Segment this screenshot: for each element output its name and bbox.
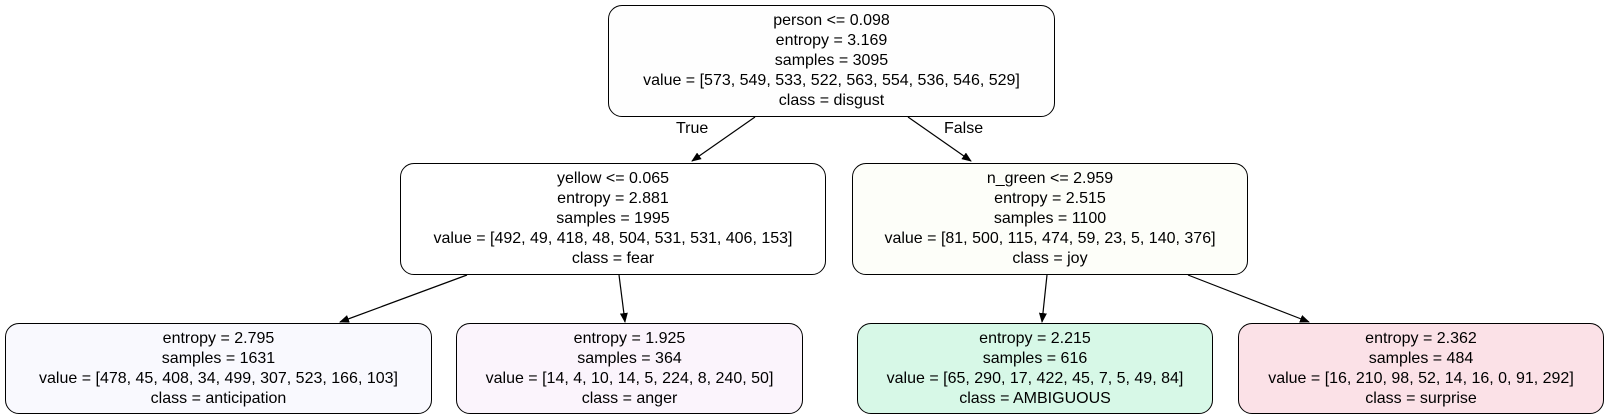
edge-left-leftright bbox=[618, 274, 628, 323]
tree-leaf-left-left: entropy = 2.795 samples = 1631 value = [… bbox=[5, 323, 432, 414]
node-class: class = AMBIGUOUS bbox=[959, 389, 1111, 407]
edge-right-rightright bbox=[1187, 274, 1310, 323]
node-split: person <= 0.098 bbox=[773, 12, 890, 29]
node-value: value = [81, 500, 115, 474, 59, 23, 5, 1… bbox=[884, 230, 1216, 247]
node-class: class = surprise bbox=[1365, 389, 1477, 407]
tree-leaf-right-left: entropy = 2.215 samples = 616 value = [6… bbox=[857, 323, 1213, 414]
node-entropy: entropy = 2.362 bbox=[1365, 329, 1477, 347]
node-samples: samples = 616 bbox=[982, 349, 1088, 367]
node-entropy: entropy = 2.881 bbox=[557, 190, 669, 207]
tree-node-right: n_green <= 2.959 entropy = 2.515 samples… bbox=[852, 163, 1248, 275]
node-value: value = [65, 290, 17, 422, 45, 7, 5, 49,… bbox=[886, 369, 1184, 387]
node-samples: samples = 1995 bbox=[556, 210, 670, 227]
node-value: value = [478, 45, 408, 34, 499, 307, 523… bbox=[39, 369, 398, 387]
node-class: class = anger bbox=[581, 389, 678, 407]
node-samples: samples = 1631 bbox=[161, 349, 276, 367]
node-split: n_green <= 2.959 bbox=[986, 170, 1114, 187]
node-value: value = [14, 4, 10, 14, 5, 224, 8, 240, … bbox=[485, 369, 774, 387]
edge-root-left bbox=[691, 116, 756, 162]
node-value: value = [492, 49, 418, 48, 504, 531, 531… bbox=[433, 230, 793, 247]
node-class: class = disgust bbox=[778, 92, 885, 109]
node-entropy: entropy = 1.925 bbox=[573, 329, 686, 347]
node-samples: samples = 1100 bbox=[993, 210, 1107, 227]
tree-leaf-right-right: entropy = 2.362 samples = 484 value = [1… bbox=[1238, 323, 1604, 414]
node-entropy: entropy = 2.515 bbox=[994, 190, 1106, 207]
tree-node-left: yellow <= 0.065 entropy = 2.881 samples … bbox=[400, 163, 826, 275]
node-value: value = [573, 549, 533, 522, 563, 554, 5… bbox=[643, 72, 1020, 89]
edge-root-right bbox=[907, 116, 972, 162]
tree-node-root: person <= 0.098 entropy = 3.169 samples … bbox=[608, 5, 1055, 117]
edge-label-false: False bbox=[944, 120, 984, 137]
node-value: value = [16, 210, 98, 52, 14, 16, 0, 91,… bbox=[1268, 369, 1574, 387]
node-samples: samples = 3095 bbox=[774, 52, 889, 69]
node-entropy: entropy = 2.795 bbox=[162, 329, 275, 347]
node-samples: samples = 364 bbox=[577, 349, 682, 367]
node-samples: samples = 484 bbox=[1368, 349, 1474, 367]
edge-right-rightleft bbox=[1038, 274, 1048, 323]
node-class: class = anticipation bbox=[150, 389, 287, 407]
node-class: class = joy bbox=[1012, 250, 1088, 267]
tree-leaf-left-right: entropy = 1.925 samples = 364 value = [1… bbox=[456, 323, 803, 414]
edge-label-true: True bbox=[676, 120, 709, 137]
node-class: class = fear bbox=[571, 250, 655, 267]
node-entropy: entropy = 2.215 bbox=[979, 329, 1091, 347]
node-entropy: entropy = 3.169 bbox=[775, 32, 888, 49]
node-split: yellow <= 0.065 bbox=[556, 170, 670, 187]
edge-left-leftleft bbox=[339, 274, 468, 323]
